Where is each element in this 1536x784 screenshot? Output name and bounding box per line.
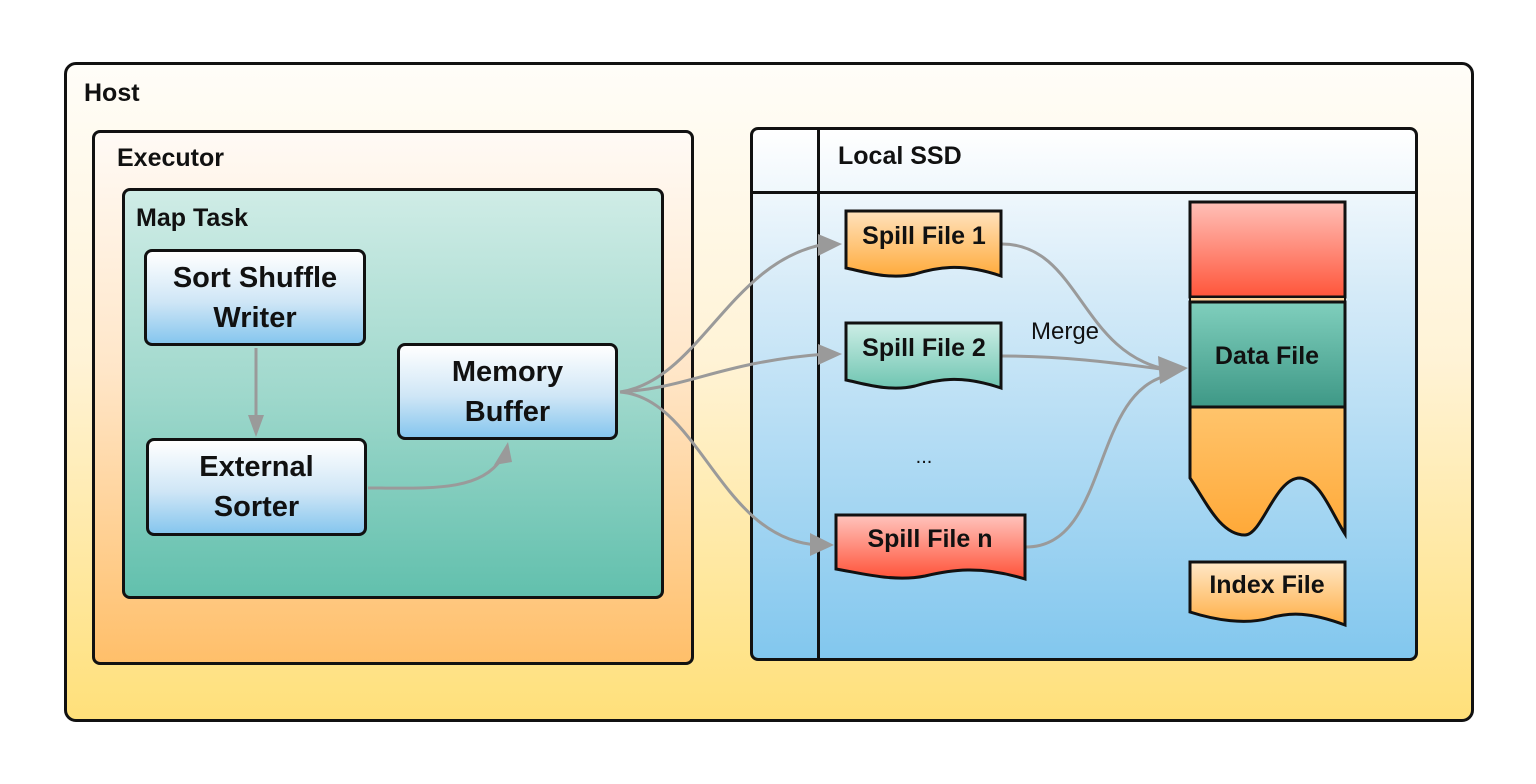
spill-file-1[interactable]: Spill File 1 <box>844 209 1003 279</box>
spill-file-n-label: Spill File n <box>867 525 992 553</box>
ssd-header-divider <box>752 191 1416 194</box>
memory-buffer-label: Memory Buffer <box>451 355 564 428</box>
external-sorter-label: External Sorter <box>199 451 314 523</box>
arrow-sorter-to-buffer <box>367 457 504 490</box>
arrowhead-spill2 <box>818 344 842 365</box>
spill-file-1-label: Spill File 1 <box>862 222 986 250</box>
data-file[interactable]: Data File <box>1188 200 1347 540</box>
arrow-buffer-to-spill2 <box>619 352 827 394</box>
arrow-spill1-to-data <box>1001 242 1171 372</box>
sort-shuffle-writer-label: Sort Shuffle Writer <box>172 261 338 334</box>
data-file-label: Data File <box>1215 342 1319 370</box>
spill-file-2[interactable]: Spill File 2 <box>844 321 1003 391</box>
executor-label: Executor <box>117 144 224 172</box>
arrow-spill2-to-data <box>1001 354 1169 372</box>
spill-ellipsis: ... <box>916 446 933 468</box>
arrow-buffer-to-spilln <box>619 390 819 547</box>
local-ssd-label: Local SSD <box>838 142 962 170</box>
index-file[interactable]: Index File <box>1188 560 1347 628</box>
external-sorter[interactable]: External Sorter <box>146 438 367 536</box>
arrowhead-down <box>248 415 264 437</box>
host-label: Host <box>84 79 140 107</box>
index-file-label: Index File <box>1209 571 1324 599</box>
arrowhead-merge <box>1158 356 1188 384</box>
arrow-buffer-to-spill1 <box>619 242 827 394</box>
spill-file-n[interactable]: Spill File n <box>834 513 1027 582</box>
map-task-label: Map Task <box>136 204 249 232</box>
sort-shuffle-writer[interactable]: Sort Shuffle Writer <box>144 249 366 346</box>
arrowhead-up <box>494 442 512 465</box>
arrowhead-spilln <box>810 533 834 556</box>
arrowhead-spill1 <box>818 234 842 256</box>
arrow-spilln-to-data <box>1025 373 1171 549</box>
ssd-lane-divider <box>817 130 820 659</box>
spill-file-2-label: Spill File 2 <box>862 334 986 362</box>
merge-label: Merge <box>1031 318 1099 345</box>
memory-buffer[interactable]: Memory Buffer <box>397 343 618 440</box>
